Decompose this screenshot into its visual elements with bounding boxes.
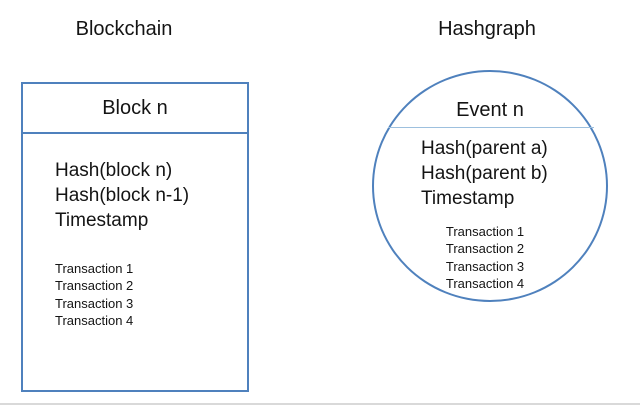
transaction-item: Transaction 3 — [445, 258, 525, 274]
block-transaction-list: Transaction 1 Transaction 2 Transaction … — [55, 260, 133, 329]
transaction-item: Transaction 3 — [55, 295, 134, 311]
event-field-hash-parent-a: Hash(parent a) — [421, 138, 548, 159]
block-field-hash-n: Hash(block n) — [55, 160, 173, 181]
event-transaction-list: Transaction 1 Transaction 2 Transaction … — [374, 223, 596, 292]
transaction-item: Transaction 4 — [445, 275, 525, 291]
block-fields: Hash(block n) Hash(block n-1) Timestamp — [55, 158, 189, 233]
transaction-item: Transaction 1 — [445, 224, 525, 239]
event-field-hash-parent-b: Hash(parent b) — [421, 163, 548, 184]
transaction-item: Transaction 2 — [445, 241, 525, 257]
event-header-label: Event n — [456, 99, 524, 121]
block-rectangle: Block n Hash(block n) Hash(block n-1) Ti… — [21, 82, 249, 392]
event-field-timestamp: Timestamp — [421, 188, 515, 209]
block-field-hash-n1: Hash(block n-1) — [55, 185, 190, 206]
transaction-item: Transaction 1 — [55, 261, 134, 276]
transaction-item: Transaction 2 — [55, 278, 134, 294]
event-circle: Event n Hash(parent a) Hash(parent b) Ti… — [372, 70, 608, 302]
block-header-label: Block n — [23, 84, 247, 134]
event-header-divider — [388, 127, 594, 128]
hashgraph-column-title: Hashgraph — [438, 18, 536, 40]
event-fields: Hash(parent a) Hash(parent b) Timestamp — [421, 136, 548, 211]
transaction-item: Transaction 4 — [55, 312, 134, 328]
blockchain-column-title: Blockchain — [75, 18, 173, 40]
block-field-timestamp: Timestamp — [55, 210, 149, 231]
slide-bottom-rule — [0, 403, 640, 405]
